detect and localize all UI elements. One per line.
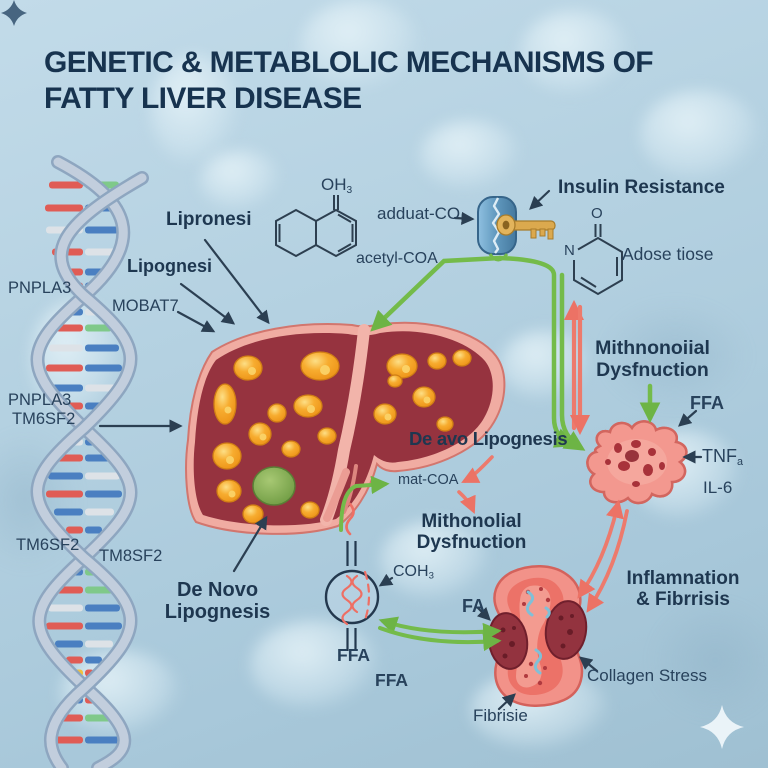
lock-and-key-icon bbox=[477, 196, 556, 262]
title-line-2: FATTY LIVER DISEASE bbox=[44, 82, 362, 115]
fibrosis-structure bbox=[487, 565, 588, 707]
title-line-1: GENETIC & METABLOLIC MECHANISMS OF bbox=[44, 46, 654, 79]
label-ffa-a: FFA bbox=[337, 645, 371, 665]
chem-label-coh3: COH3 bbox=[393, 563, 434, 582]
page-title: GENETIC & METABLOLIC MECHANISMS OF FATTY… bbox=[44, 45, 654, 117]
label-de-avo-lipognesis: De avo Lipognesis bbox=[409, 428, 568, 449]
gene-label-tm6sf2-bottom: TM6SF2 bbox=[16, 536, 80, 554]
fat-droplets bbox=[212, 349, 472, 524]
label-mat-coa: mat-COA bbox=[398, 472, 459, 488]
key-icon bbox=[496, 214, 556, 240]
label-insulin-resistance: Insulin Resistance bbox=[558, 177, 725, 198]
label-mobat7: MOBAT7 bbox=[112, 297, 179, 315]
gene-label-pnpla3-top: PNPLA3 bbox=[8, 279, 72, 297]
chem-label-adduat-co: adduat-CO bbox=[377, 204, 461, 223]
sparkle-icon bbox=[700, 705, 744, 749]
damaged-cell-blob bbox=[586, 420, 688, 505]
label-il6: IL-6 bbox=[703, 478, 733, 497]
red-arrows bbox=[457, 299, 629, 613]
dna-strands bbox=[30, 155, 149, 768]
chem-label-n: N bbox=[564, 242, 575, 259]
black-arrows bbox=[98, 189, 703, 711]
liver-illustration bbox=[185, 321, 506, 535]
gallbladder bbox=[252, 466, 296, 506]
gene-label-tm8sf2: TM8SF2 bbox=[99, 547, 163, 565]
naphthalenol-structure bbox=[275, 195, 357, 258]
label-fa: FA bbox=[462, 596, 486, 616]
gene-label-pnpla3-mid: PNPLA3 bbox=[8, 391, 72, 409]
label-mitochondrial-dysfunction-mid: Mithonolial Dysfnuction bbox=[416, 511, 527, 554]
label-tnf-alpha: TNFa bbox=[702, 446, 744, 469]
label-mitochondrial-dysfunction-right: Mithnonoiial Dysfnuction bbox=[595, 337, 710, 381]
chem-label-o: O bbox=[591, 205, 603, 222]
label-de-novo-lipognesis: De Novo Lipognesis bbox=[164, 579, 271, 624]
dna-helix bbox=[30, 155, 149, 768]
pyridone-structure bbox=[573, 224, 623, 296]
label-ffa-right: FFA bbox=[690, 393, 724, 413]
chem-label-oh3: OH3 bbox=[321, 175, 353, 196]
label-adose-tiose: Adose tiose bbox=[622, 244, 714, 264]
label-lipognesi: Lipognesi bbox=[127, 256, 212, 276]
chem-label-acetyl-coa: acetyl-COA bbox=[356, 250, 438, 267]
gene-label-tm6sf2-mid: TM6SF2 bbox=[12, 410, 76, 428]
green-arrows bbox=[339, 255, 661, 652]
corner-sparkle-icon bbox=[1, 0, 27, 26]
label-fibrisie: Fibrisie bbox=[473, 706, 528, 725]
label-ffa-b: FFA bbox=[375, 670, 409, 690]
label-lipronesi: Lipronesi bbox=[166, 209, 252, 230]
label-inflammation-fibrosis: Inflamnation & Fibrrisis bbox=[626, 568, 740, 611]
vesicle-circle bbox=[324, 502, 380, 651]
label-collagen-stress: Collagen Stress bbox=[587, 666, 708, 685]
